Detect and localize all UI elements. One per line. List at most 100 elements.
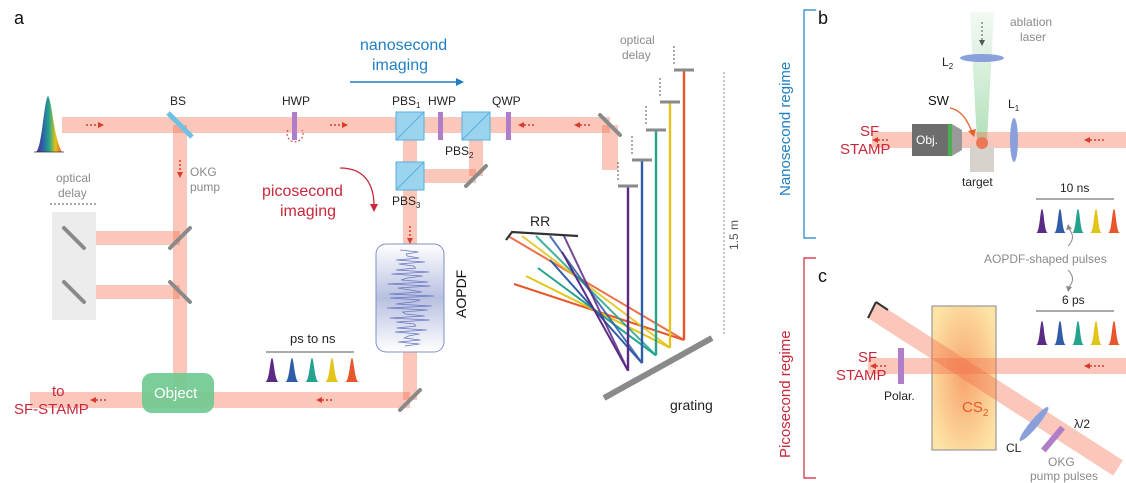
ablation-label-2: laser xyxy=(1020,30,1046,44)
sf-stamp-c-2: STAMP xyxy=(836,367,887,384)
sw-label: SW xyxy=(928,93,950,108)
grating-label: grating xyxy=(670,397,713,413)
beam-c-arrow-head xyxy=(1084,363,1090,369)
ablation-arrow-head xyxy=(979,40,985,46)
pulse-icon xyxy=(305,358,319,382)
pulse-icon xyxy=(1090,321,1102,345)
objective xyxy=(912,124,962,156)
panel-b-label: b xyxy=(818,8,828,28)
aopdf-shaped-label: AOPDF-shaped pulses xyxy=(984,252,1107,266)
sf-stamp-b-2: STAMP xyxy=(840,141,891,158)
cs2-label: CS2 xyxy=(962,399,989,419)
sf-stamp-c-1: SF xyxy=(858,349,877,366)
beam-b-arrow-head xyxy=(1084,137,1090,143)
dispersed-ray xyxy=(535,235,657,357)
pulse-icon xyxy=(285,358,299,382)
mirrors-a xyxy=(62,113,622,412)
panel-c-bracket xyxy=(803,257,816,479)
ns-imaging-label-1: nanosecond xyxy=(360,37,447,54)
ns-regime-label: Nanosecond regime xyxy=(777,62,794,196)
object-label: Object xyxy=(154,385,198,402)
pbs3-label: PBS3 xyxy=(392,194,421,210)
cylindrical-lens xyxy=(1019,406,1049,442)
hwp2-label: HWP xyxy=(428,94,456,108)
pulse-icon xyxy=(1108,321,1120,345)
to-sfstamp-label: SF-STAMP xyxy=(14,401,89,418)
pulse-icon xyxy=(345,358,359,382)
pulse-icon xyxy=(1036,321,1048,345)
pbs3-cube xyxy=(395,161,425,191)
ns-imaging-label-2: imaging xyxy=(372,57,428,74)
retroreflector xyxy=(505,230,579,241)
rr-label: RR xyxy=(530,213,550,229)
ablation-label-1: ablation xyxy=(1010,15,1052,29)
beam-arrows-a xyxy=(86,122,592,403)
pulse-icon xyxy=(1036,209,1048,233)
to-label: to xyxy=(52,383,65,400)
obj-label: Obj. xyxy=(916,133,938,147)
pulse-icon xyxy=(1054,209,1066,233)
ps-imaging-label-2: imaging xyxy=(280,203,336,220)
okg-pump-beam xyxy=(867,302,1123,476)
dispersed-ray xyxy=(563,235,629,372)
half-wave-plate xyxy=(1041,425,1065,453)
target-block xyxy=(970,146,994,172)
ps-to-ns-label: ps to ns xyxy=(290,331,336,346)
lens-l1 xyxy=(1010,118,1018,162)
grating-delay-lines xyxy=(507,46,694,372)
pulse-icon xyxy=(265,358,279,382)
length-label: 1.5 m xyxy=(727,220,741,250)
left-delay-label-2: delay xyxy=(58,186,87,200)
beam-b-out-arrow-head xyxy=(872,137,878,143)
half-wave-label: λ/2 xyxy=(1074,417,1090,431)
six-ps-label: 6 ps xyxy=(1062,293,1085,307)
beam-c-out-arrow-head xyxy=(870,363,876,369)
qwp-label: QWP xyxy=(492,94,521,108)
pulse-icon xyxy=(1108,209,1120,233)
right-delay-label-1: optical xyxy=(620,33,655,47)
hwp-plate-2 xyxy=(438,112,443,140)
dispersed-ray xyxy=(507,235,685,341)
source-spectrum-icon xyxy=(34,96,64,153)
curved-arrow-up xyxy=(1067,227,1073,247)
right-delay-label-2: delay xyxy=(622,48,651,62)
pulse-icon xyxy=(1090,209,1102,233)
left-delay-stage xyxy=(52,212,96,320)
panel-b-bracket xyxy=(803,9,816,239)
aopdf-label: AOPDF xyxy=(453,270,469,318)
sf-stamp-b-1: SF xyxy=(860,123,879,140)
cl-label: CL xyxy=(1006,441,1022,455)
ps-regime-label: Picosecond regime xyxy=(777,330,794,458)
okg-pump-label-1: OKG xyxy=(190,165,217,179)
pulse-train-a xyxy=(265,358,359,382)
okg-pump-pulses-2: pump pulses xyxy=(1030,469,1098,483)
ten-ns-label: 10 ns xyxy=(1060,181,1089,195)
pbs2-cube xyxy=(461,111,491,141)
l2-label: L2 xyxy=(942,55,954,71)
pulse-train-b xyxy=(1036,209,1120,233)
left-delay-label-1: optical xyxy=(56,171,91,185)
polarizer xyxy=(898,348,904,384)
plasma-spot xyxy=(976,137,988,149)
polar-label: Polar. xyxy=(884,389,915,403)
sw-arrow xyxy=(949,107,973,133)
ps-arrow-head xyxy=(370,204,378,212)
beam-paths-a xyxy=(30,117,618,408)
ablation-beam xyxy=(970,12,994,160)
pulse-icon xyxy=(1072,321,1084,345)
okg-pump-label-2: pump xyxy=(190,180,220,194)
hwp-plate-1 xyxy=(292,112,297,140)
pulse-icon xyxy=(325,358,339,382)
object-box xyxy=(142,373,214,413)
qwp-plate xyxy=(506,112,511,140)
pulse-icon xyxy=(1054,321,1066,345)
bs-label: BS xyxy=(170,94,186,108)
lens-l2 xyxy=(960,54,1004,62)
okg-pump-pulses-1: OKG xyxy=(1048,455,1075,469)
curved-arrow-down xyxy=(1067,269,1073,289)
curved-arrow-up-head xyxy=(1066,224,1072,230)
dispersed-ray xyxy=(521,235,671,349)
beam-splitter xyxy=(166,111,194,139)
ps-imaging-label-1: picosecond xyxy=(262,183,343,200)
